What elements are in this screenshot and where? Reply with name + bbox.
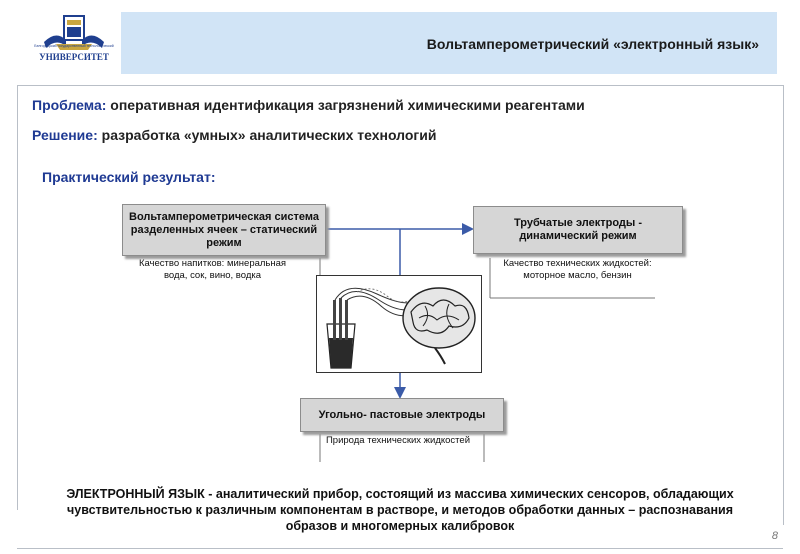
frame-left-line: [17, 85, 18, 510]
box-left-title: Вольтамперометрическая система разделенн…: [129, 210, 319, 249]
problem-row: Проблема: оперативная идентификация загр…: [32, 97, 585, 113]
box-tubular-electrodes: Трубчатые электроды - динамический режим: [473, 206, 683, 254]
box-right-title: Трубчатые электроды - динамический режим: [513, 217, 642, 242]
page-number: 8: [771, 530, 778, 542]
frame-top-line: [17, 85, 783, 86]
problem-label: Проблема:: [32, 97, 107, 113]
solution-row: Решение: разработка «умных» аналитически…: [32, 127, 436, 143]
note-technical-liquids-quality: Качество технических жидкостей: моторное…: [503, 258, 652, 281]
practical-result-heading: Практический результат:: [42, 169, 216, 185]
slide-title: Вольтамперометрический «электронный язык…: [426, 36, 759, 52]
logo-university-name: УНИВЕРСИТЕТ: [39, 52, 109, 62]
box-carbon-paste-electrodes: Угольно- пастовые электроды: [300, 398, 504, 432]
frame-right-line: [783, 85, 784, 525]
solution-text: разработка «умных» аналитических техноло…: [101, 127, 437, 143]
box-bottom-title: Угольно- пастовые электроды: [318, 408, 486, 421]
note-technical-liquids-nature: Природа технических жидкостей: [325, 435, 471, 446]
illustration-sensor-to-brain: [316, 275, 482, 373]
problem-text: оперативная идентификация загрязнений хи…: [110, 97, 585, 113]
title-bar: Вольтамперометрический «электронный язык…: [121, 12, 777, 74]
logo-caption: Белгородский государственный технологиче…: [34, 44, 114, 48]
sensor-brain-drawing: [326, 287, 476, 369]
frame-bottom-line: [17, 548, 783, 549]
electronic-tongue-definition: ЭЛЕКТРОННЫЙ ЯЗЫК - аналитический прибор,…: [66, 487, 734, 533]
university-logo: [36, 12, 112, 82]
note-drinks-quality: Качество напитков: минеральная вода, сок…: [138, 258, 287, 281]
solution-label: Решение:: [32, 127, 98, 143]
box-separated-cells-system: Вольтамперометрическая система разделенн…: [122, 204, 326, 256]
